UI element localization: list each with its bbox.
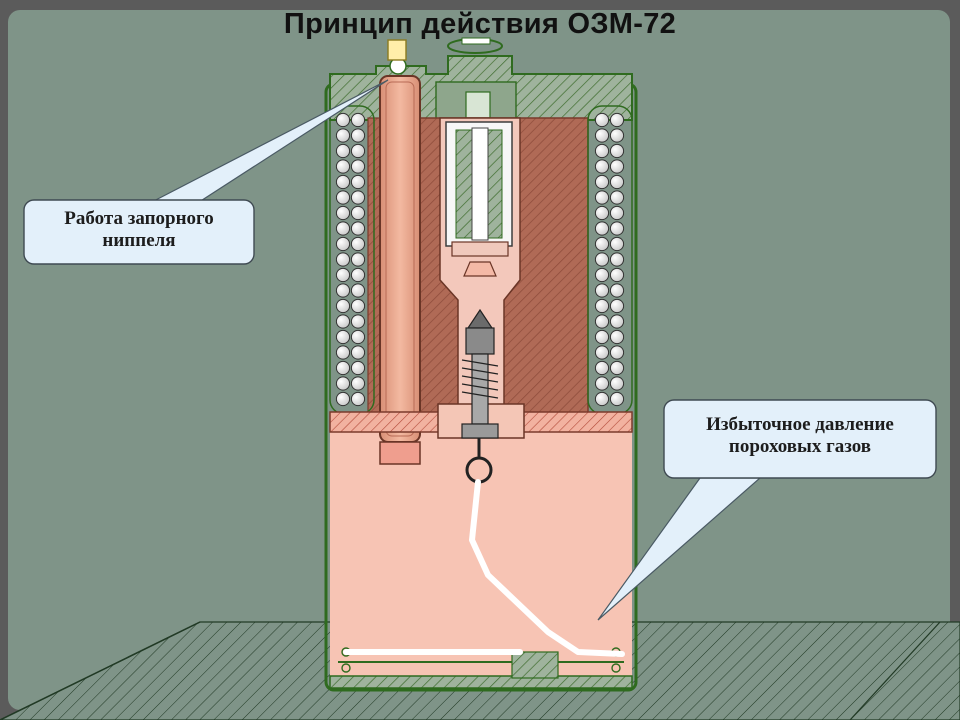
- firing-pin-icon: [461, 308, 499, 484]
- callout-locking-nipple: [23, 79, 389, 265]
- callout-label-locking-nipple: Работа запорного ниппеля: [24, 208, 254, 252]
- steel-ball-icon: [594, 159, 610, 174]
- steel-ball-icon: [335, 360, 351, 376]
- steel-ball-icon: [335, 205, 351, 221]
- steel-ball-icon: [350, 283, 366, 298]
- steel-ball-icon: [609, 236, 625, 252]
- steel-ball-icon: [350, 376, 366, 391]
- steel-ball-icon: [594, 329, 610, 345]
- steel-ball-icon: [609, 314, 625, 329]
- steel-ball-icon: [594, 267, 610, 283]
- steel-ball-icon: [594, 236, 610, 252]
- steel-ball-icon: [335, 159, 351, 174]
- steel-ball-icon: [335, 236, 351, 252]
- steel-ball-icon: [335, 376, 351, 391]
- steel-ball-icon: [335, 298, 351, 314]
- steel-ball-icon: [335, 283, 351, 298]
- steel-ball-icon: [609, 360, 625, 376]
- steel-ball-icon: [609, 252, 625, 267]
- steel-ball-icon: [594, 205, 610, 221]
- steel-ball-icon: [335, 174, 351, 190]
- gas-flow-path: [469, 479, 625, 657]
- callout-line: Работа запорного: [64, 208, 214, 229]
- steel-ball-icon: [350, 360, 366, 376]
- locking-nipple-tube: [379, 39, 421, 465]
- steel-ball-icon: [609, 376, 625, 391]
- steel-ball-icon: [335, 128, 351, 143]
- steel-ball-icon: [335, 329, 351, 345]
- callout-line: ниппеля: [102, 230, 176, 251]
- steel-ball-icon: [594, 252, 610, 267]
- steel-ball-icon: [594, 391, 610, 407]
- steel-ball-icon: [335, 112, 351, 128]
- steel-ball-icon: [594, 112, 610, 128]
- steel-ball-icon: [335, 190, 351, 205]
- steel-ball-icon: [350, 143, 366, 159]
- steel-ball-icon: [609, 143, 625, 159]
- steel-ball-icon: [609, 267, 625, 283]
- steel-ball-icon: [335, 221, 351, 236]
- steel-ball-icon: [594, 298, 610, 314]
- steel-ball-icon: [350, 345, 366, 360]
- callout-label-gas-pressure: Избыточное давление пороховых газов: [664, 414, 936, 458]
- steel-ball-icon: [350, 174, 366, 190]
- steel-ball-icon: [350, 298, 366, 314]
- steel-ball-icon: [594, 283, 610, 298]
- steel-ball-icon: [350, 267, 366, 283]
- fuse-icon: [463, 261, 497, 277]
- steel-balls-left: [335, 112, 366, 407]
- steel-ball-icon: [609, 205, 625, 221]
- steel-ball-icon: [594, 190, 610, 205]
- steel-ball-icon: [335, 391, 351, 407]
- steel-ball-icon: [350, 236, 366, 252]
- steel-ball-icon: [350, 221, 366, 236]
- steel-ball-icon: [609, 174, 625, 190]
- steel-ball-icon: [609, 345, 625, 360]
- steel-ball-icon: [335, 143, 351, 159]
- inner-cup: [417, 117, 589, 417]
- steel-ball-icon: [609, 298, 625, 314]
- steel-ball-icon: [609, 391, 625, 407]
- steel-ball-icon: [335, 345, 351, 360]
- steel-ball-icon: [594, 345, 610, 360]
- steel-ball-icon: [350, 205, 366, 221]
- steel-ball-icon: [350, 329, 366, 345]
- steel-ball-icon: [594, 143, 610, 159]
- steel-ball-icon: [594, 360, 610, 376]
- page-title: Принцип действия ОЗМ-72: [283, 8, 677, 40]
- steel-balls-right: [594, 112, 625, 407]
- steel-ball-icon: [594, 314, 610, 329]
- steel-ball-icon: [350, 128, 366, 143]
- callout-line: Избыточное давление: [706, 414, 894, 435]
- steel-ball-icon: [350, 112, 366, 128]
- steel-ball-icon: [609, 112, 625, 128]
- steel-ball-icon: [609, 190, 625, 205]
- steel-ball-icon: [594, 128, 610, 143]
- steel-ball-icon: [594, 174, 610, 190]
- steel-ball-icon: [594, 376, 610, 391]
- steel-ball-icon: [350, 314, 366, 329]
- steel-ball-icon: [350, 252, 366, 267]
- steel-ball-icon: [335, 267, 351, 283]
- steel-ball-icon: [350, 391, 366, 407]
- steel-ball-icon: [335, 252, 351, 267]
- callout-gas-pressure: [597, 399, 937, 621]
- steel-ball-icon: [609, 221, 625, 236]
- steel-ball-icon: [335, 314, 351, 329]
- steel-ball-icon: [609, 283, 625, 298]
- steel-ball-icon: [609, 329, 625, 345]
- steel-ball-icon: [594, 221, 610, 236]
- steel-ball-icon: [350, 190, 366, 205]
- steel-ball-icon: [609, 159, 625, 174]
- callout-line: пороховых газов: [728, 436, 872, 457]
- steel-ball-icon: [609, 128, 625, 143]
- steel-ball-icon: [350, 159, 366, 174]
